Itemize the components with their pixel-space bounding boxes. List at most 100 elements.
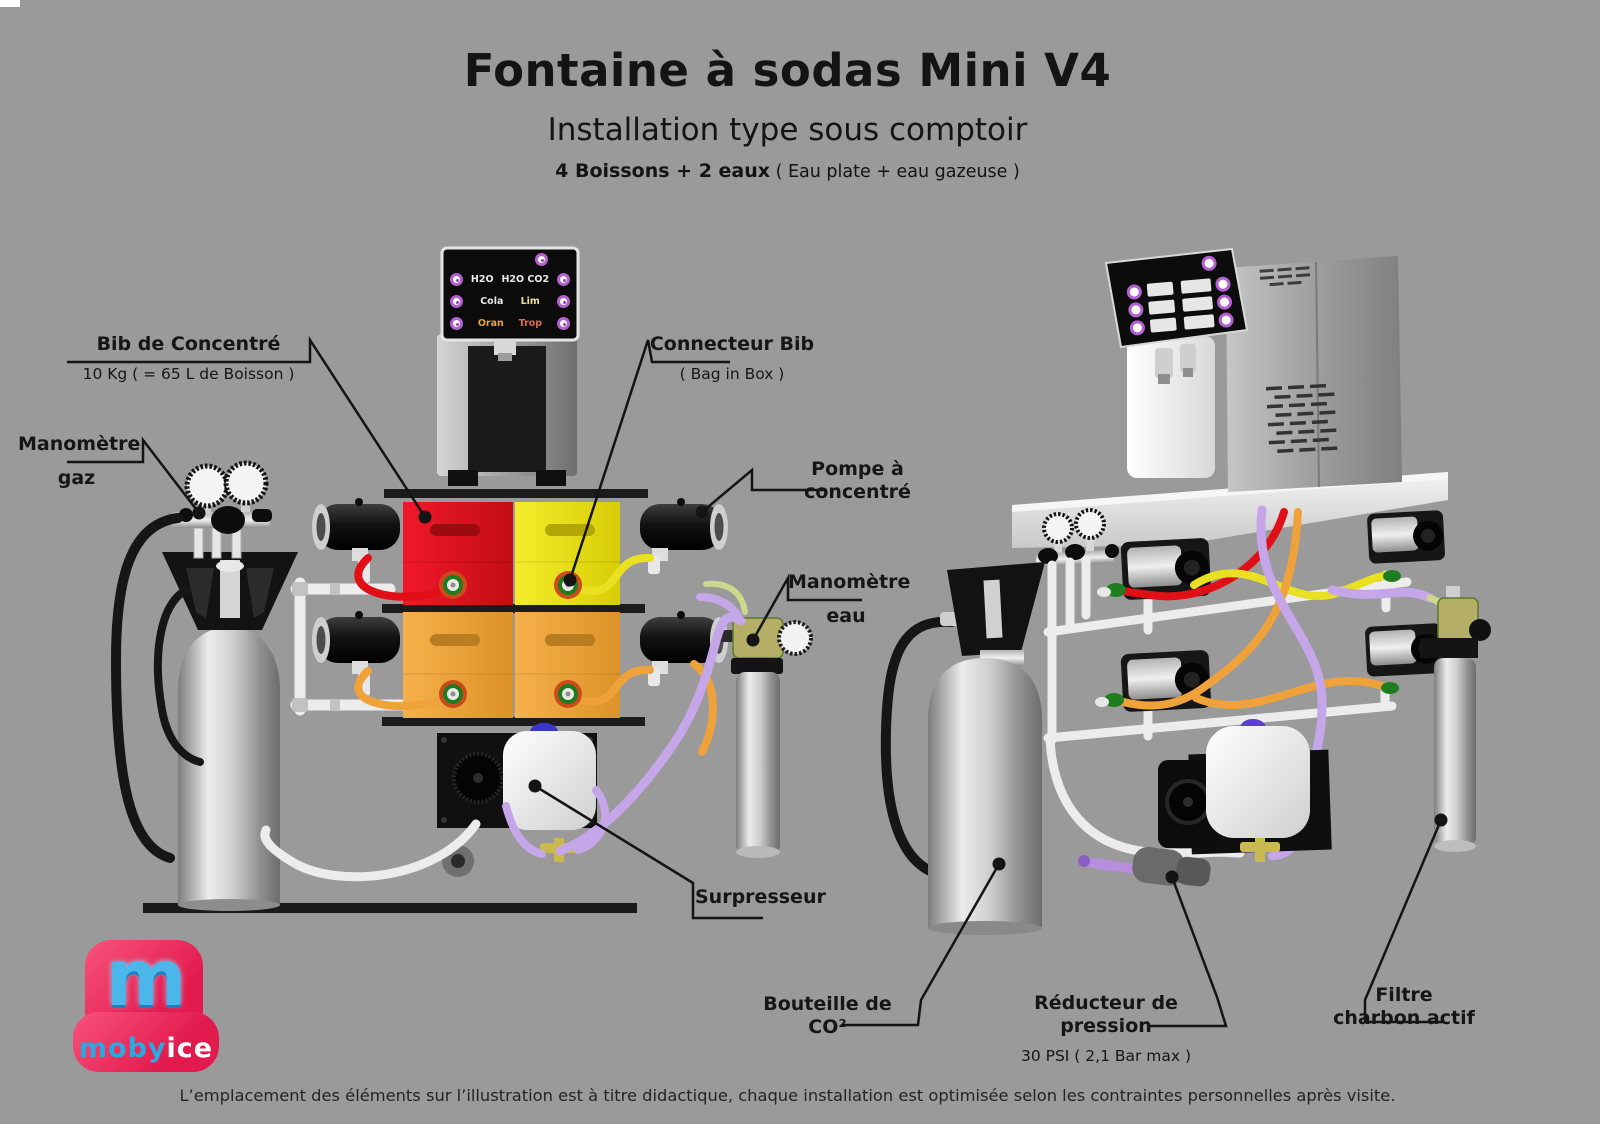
control-panel — [1104, 247, 1249, 349]
drink-label: H2O — [470, 273, 494, 285]
booster-valve — [1240, 719, 1266, 737]
label-reducteur: Réducteur de pression 30 PSI ( 2,1 Bar m… — [995, 992, 1217, 1068]
bib-connector — [554, 571, 582, 599]
drink-button — [557, 294, 570, 308]
label-text: 30 PSI ( 2,1 Bar max ) — [1020, 1047, 1192, 1065]
bib-box-yellow — [515, 502, 620, 605]
booster-tank — [1206, 726, 1310, 838]
label-bouteille: Bouteille de CO² — [763, 993, 892, 1038]
leader-lines — [67, 335, 1443, 1028]
tube-purple — [555, 612, 746, 856]
page-title: Fontaine à sodas Mini V4 — [463, 44, 1112, 97]
label-surpresseur: Surpresseur — [695, 886, 826, 908]
gas-gauge — [1042, 512, 1074, 544]
disclaimer: L’emplacement des éléments sur l’illustr… — [179, 1086, 1396, 1105]
booster-valve — [530, 723, 558, 741]
bib-box-red — [403, 502, 513, 605]
logo-shape — [73, 1012, 219, 1072]
purple-tube-end — [1078, 855, 1090, 867]
pressure-reducer — [1132, 847, 1211, 887]
shelf-bar — [382, 604, 645, 613]
shelf-bar — [384, 489, 648, 498]
tube-purple — [1195, 788, 1240, 858]
tube-yellow — [568, 553, 654, 596]
label-text: gaz — [57, 467, 96, 489]
drink-button — [556, 316, 570, 330]
concentrate-pump-right — [1120, 538, 1211, 600]
label-bib-title: Bib de Concentré — [96, 333, 281, 355]
bib-connector — [439, 571, 467, 599]
label-text: ( Bag in Box ) — [679, 365, 785, 383]
tube-purple — [574, 786, 610, 854]
tubing — [260, 553, 746, 882]
tube-orange — [690, 660, 718, 756]
logo-ice: ice — [166, 1033, 214, 1064]
spout — [494, 340, 516, 355]
gas-hose — [110, 513, 183, 863]
label-text: Manomètre — [18, 433, 141, 455]
label-text: eau — [826, 605, 866, 627]
drink-label: H2O CO2 — [501, 273, 550, 285]
drink-button — [450, 272, 463, 286]
water-manifold — [290, 577, 408, 716]
concentrate-pump-right — [1365, 623, 1443, 677]
vent-grille — [1265, 383, 1338, 453]
label-text: Réducteur de pression — [1034, 992, 1178, 1037]
page-edge — [0, 1124, 1600, 1132]
shelf-bar — [382, 717, 645, 726]
drink-label: Cola — [480, 295, 504, 307]
bib-box-orange — [515, 612, 620, 718]
concentrate-pump — [312, 611, 400, 696]
logo-m: m — [105, 934, 187, 1024]
drink-button — [556, 272, 570, 286]
label-text: Connecteur Bib — [649, 333, 815, 355]
concentrate-pump — [312, 498, 400, 583]
counter-top — [1012, 472, 1448, 548]
bottle-cage — [162, 552, 298, 630]
tube-purple — [1081, 857, 1141, 874]
drink-button — [450, 316, 463, 330]
config-detail: ( Eau plate + eau gazeuse ) — [770, 162, 1020, 182]
label-text: charbon actif — [1333, 1007, 1475, 1029]
booster-tank — [503, 731, 596, 830]
spout — [1155, 348, 1173, 378]
logo-wordmark: mobyice — [73, 1033, 219, 1064]
tube-orange — [568, 665, 654, 706]
booster-unit-right — [1158, 719, 1332, 862]
gas-gauge — [1074, 508, 1106, 540]
soda-dispenser-right — [1104, 247, 1249, 478]
spout — [1180, 344, 1196, 372]
concentrate-pump — [640, 611, 728, 686]
tube-purple — [1256, 505, 1327, 823]
ice-machine — [1226, 256, 1402, 492]
tube-orange — [1192, 676, 1392, 710]
label-filtre: Filtre charbon actif — [1330, 984, 1478, 1030]
gas-gauge — [223, 460, 269, 506]
bottle-cage — [947, 562, 1045, 656]
label-bib-detail: 10 Kg ( = 65 L de Boisson ) — [82, 365, 295, 383]
gas-hose — [880, 616, 957, 879]
co2-bottle — [162, 552, 298, 911]
carbon-filter — [1420, 586, 1491, 852]
drink-label: Lim — [520, 295, 540, 307]
gas-regulator-right — [1035, 508, 1119, 567]
mobyice-logo: m mobyice — [73, 934, 219, 1072]
page-edge — [0, 0, 20, 7]
concentrate-pump-right — [1367, 510, 1445, 564]
bib-connector — [554, 680, 582, 708]
tube-red — [354, 554, 452, 601]
label-pompe: Pompe à concentré — [804, 458, 911, 503]
page-subtitle: Installation type sous comptoir — [547, 112, 1028, 148]
leader-dots — [192, 505, 1448, 884]
label-manometre-eau: Manomètre eau — [788, 565, 910, 633]
gas-hose — [154, 586, 204, 766]
right-view — [880, 247, 1491, 935]
drink-button — [535, 253, 548, 266]
manifold-fittings — [292, 582, 340, 712]
tube-green — [1426, 594, 1460, 644]
water-manifold-right — [1043, 555, 1412, 745]
tube-yellow — [1190, 569, 1394, 600]
config-line: 4 Boissons + 2 eaux ( Eau plate + eau ga… — [0, 160, 1575, 182]
bib-connector — [439, 680, 467, 708]
